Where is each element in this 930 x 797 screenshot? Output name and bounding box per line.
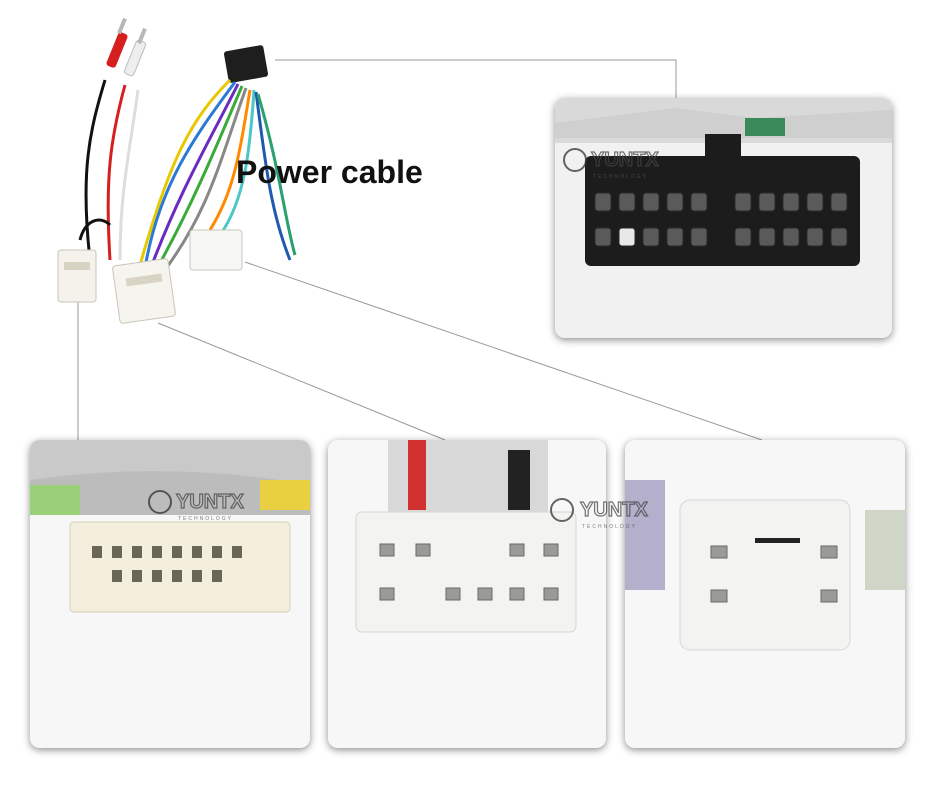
pin-grid [594, 192, 848, 247]
white-connector-closeup-2 [328, 440, 606, 748]
black-iso-connector-closeup: YUNTX TECHNOLOGY [555, 98, 892, 338]
watermark-logo-icon: YUNTX TECHNOLOGY [550, 498, 649, 530]
watermark-text: YUNTX [176, 491, 244, 513]
black-connector-icon [224, 45, 268, 83]
watermark-logo-icon: YUNTX TECHNOLOGY [563, 148, 660, 180]
watermark-subtext: TECHNOLOGY [582, 524, 637, 530]
black-connector-photo: YUNTX TECHNOLOGY [555, 98, 892, 338]
watermark-text: YUNTX [580, 499, 648, 521]
leader-line-black-connector [275, 59, 677, 98]
watermark-subtext: TECHNOLOGY [178, 516, 233, 522]
watermark-overlay: YUNTX TECHNOLOGY [548, 488, 718, 538]
main-harness-photo [50, 10, 310, 340]
connector-3-photo [625, 440, 905, 748]
white-connector-closeup-1: YUNTX TECHNOLOGY [30, 440, 310, 748]
white-connector-closeup-3 [625, 440, 905, 748]
connector-1-photo: YUNTX TECHNOLOGY [30, 440, 310, 748]
watermark-logo-icon: YUNTX TECHNOLOGY [148, 490, 245, 522]
leader-line-connector-2 [157, 322, 446, 441]
rca-plugs-icon [106, 17, 147, 77]
page-title: Power cable [236, 154, 423, 190]
connector-2-photo [328, 440, 606, 748]
watermark-text: YUNTX [591, 149, 659, 171]
white-connectors-icon [57, 229, 243, 324]
wires-icon [78, 78, 297, 275]
watermark-subtext: TECHNOLOGY [593, 174, 648, 180]
